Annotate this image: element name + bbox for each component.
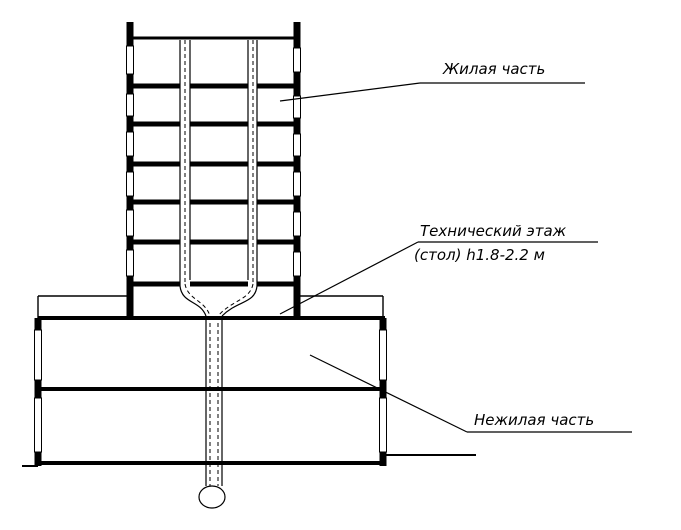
leader-technical-floor: [279, 241, 419, 315]
base-left-wall-window: [34, 329, 42, 381]
label-residential: Жилая часть: [442, 60, 545, 78]
tower-left-wall-window: [126, 93, 134, 117]
label-technical-floor-line2: (стол) h1.8-2.2 м: [414, 246, 545, 264]
tower-left-wall-window: [126, 249, 134, 277]
shaft-funnel-left-outer: [179, 285, 207, 317]
technical-floor: [37, 283, 385, 320]
tower-left-wall-window: [126, 209, 134, 237]
tower-left-wall-window: [126, 171, 134, 197]
base-left-wall-window: [34, 397, 42, 453]
leader-non-residential: [309, 354, 468, 433]
tower-left-wall-window: [126, 131, 134, 157]
tower-left-wall: [126, 22, 134, 318]
tower-right-wall-window: [293, 211, 301, 237]
tower-right-wall-window: [293, 251, 301, 277]
column-foundation-bulb: [198, 485, 226, 509]
tower-right-wall-window: [293, 133, 301, 157]
label-technical-floor-line1: Технический этаж: [420, 222, 567, 240]
residential-tower: [126, 22, 301, 318]
base-left-wall: [34, 318, 42, 466]
shaft-funnel-left-axis: [184, 283, 211, 317]
tower-right-wall: [293, 22, 301, 318]
leader-residential: [279, 82, 421, 102]
tower-right-wall-window: [293, 171, 301, 197]
tower-floor-slabs: [130, 83, 297, 287]
base-right-wall-window: [379, 329, 387, 381]
shaft-funnel-right-axis: [217, 283, 254, 317]
label-non-residential: Нежилая часть: [474, 411, 594, 429]
non-residential-base: [22, 316, 476, 509]
leader-lines: [279, 82, 632, 433]
base-right-wall-window: [379, 397, 387, 453]
tower-left-wall-window: [126, 45, 134, 75]
tower-right-wall-window: [293, 47, 301, 73]
shaft-funnel-right-outer: [221, 285, 258, 317]
